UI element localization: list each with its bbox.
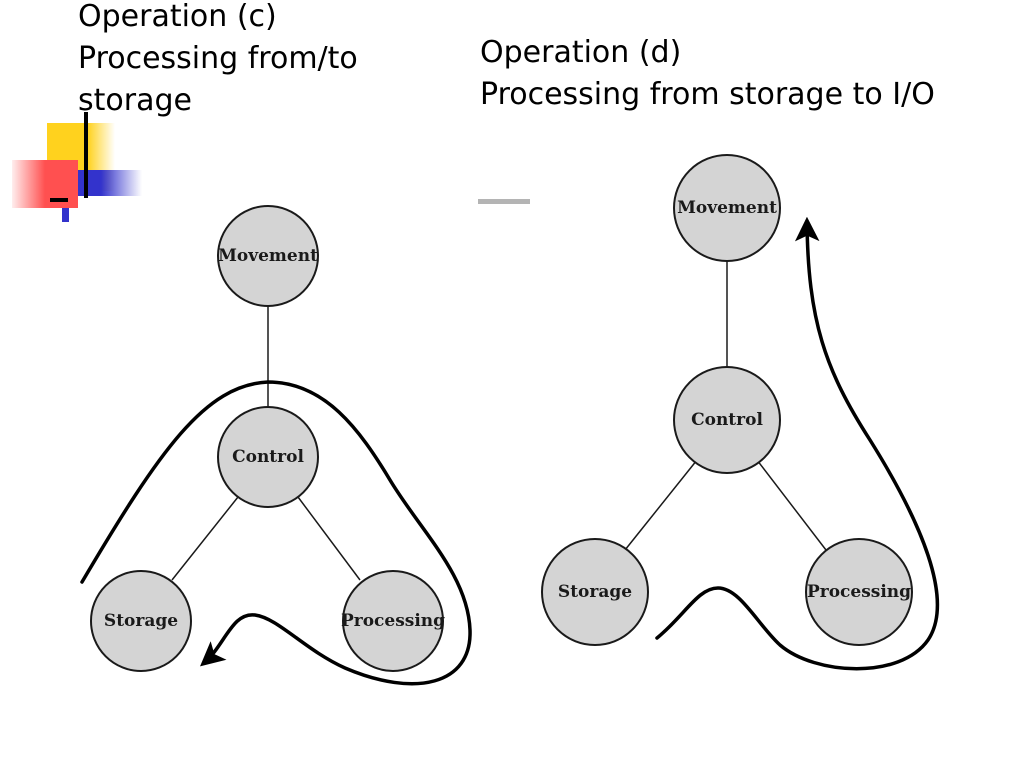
edge-control-storage-d — [624, 459, 698, 551]
node-processing-d: Processing — [805, 538, 913, 646]
node-movement-c-label: Movement — [218, 246, 318, 266]
ornament-dash — [50, 198, 68, 202]
flow-arrow-d — [655, 216, 940, 671]
heading-c-line-1: Operation (c) — [78, 0, 277, 34]
node-movement-d: Movement — [673, 154, 781, 262]
node-processing-d-label: Processing — [807, 582, 911, 602]
ornament-vertical-rule — [84, 112, 88, 198]
node-storage-d: Storage — [541, 538, 649, 646]
node-movement-c: Movement — [217, 205, 319, 307]
node-processing-c-label: Processing — [341, 611, 445, 631]
node-control-d-label: Control — [691, 410, 763, 430]
slide-ornament — [12, 112, 530, 222]
node-storage-c-label: Storage — [104, 611, 178, 631]
ornament-blue-tick — [62, 208, 69, 222]
node-control-d: Control — [673, 366, 781, 474]
flow-arrow-c — [80, 380, 472, 686]
edge-control-storage-c — [171, 496, 239, 581]
heading-operation-d: Operation (d) Processing from storage to… — [480, 32, 935, 116]
node-control-c: Control — [217, 406, 319, 508]
heading-d-line-2: Processing from storage to I/O — [480, 77, 935, 112]
node-storage-c: Storage — [90, 570, 192, 672]
node-storage-d-label: Storage — [558, 582, 632, 602]
node-control-c-label: Control — [232, 447, 304, 467]
edge-control-processing-c — [297, 496, 361, 581]
heading-c-line-3: storage — [78, 83, 192, 118]
ornament-red-block — [12, 160, 78, 208]
panel-d-diagram: Movement Control Storage Processing — [541, 154, 940, 671]
panel-c-diagram: Movement Control Storage Processing — [80, 205, 472, 686]
heading-operation-c: Operation (c) Processing from/to storage — [78, 0, 358, 122]
node-processing-c: Processing — [341, 570, 445, 672]
separator-line — [478, 199, 530, 204]
heading-d-line-1: Operation (d) — [480, 35, 682, 70]
edge-control-processing-d — [756, 459, 827, 551]
node-movement-d-label: Movement — [677, 198, 777, 218]
heading-c-line-2: Processing from/to — [78, 41, 358, 76]
